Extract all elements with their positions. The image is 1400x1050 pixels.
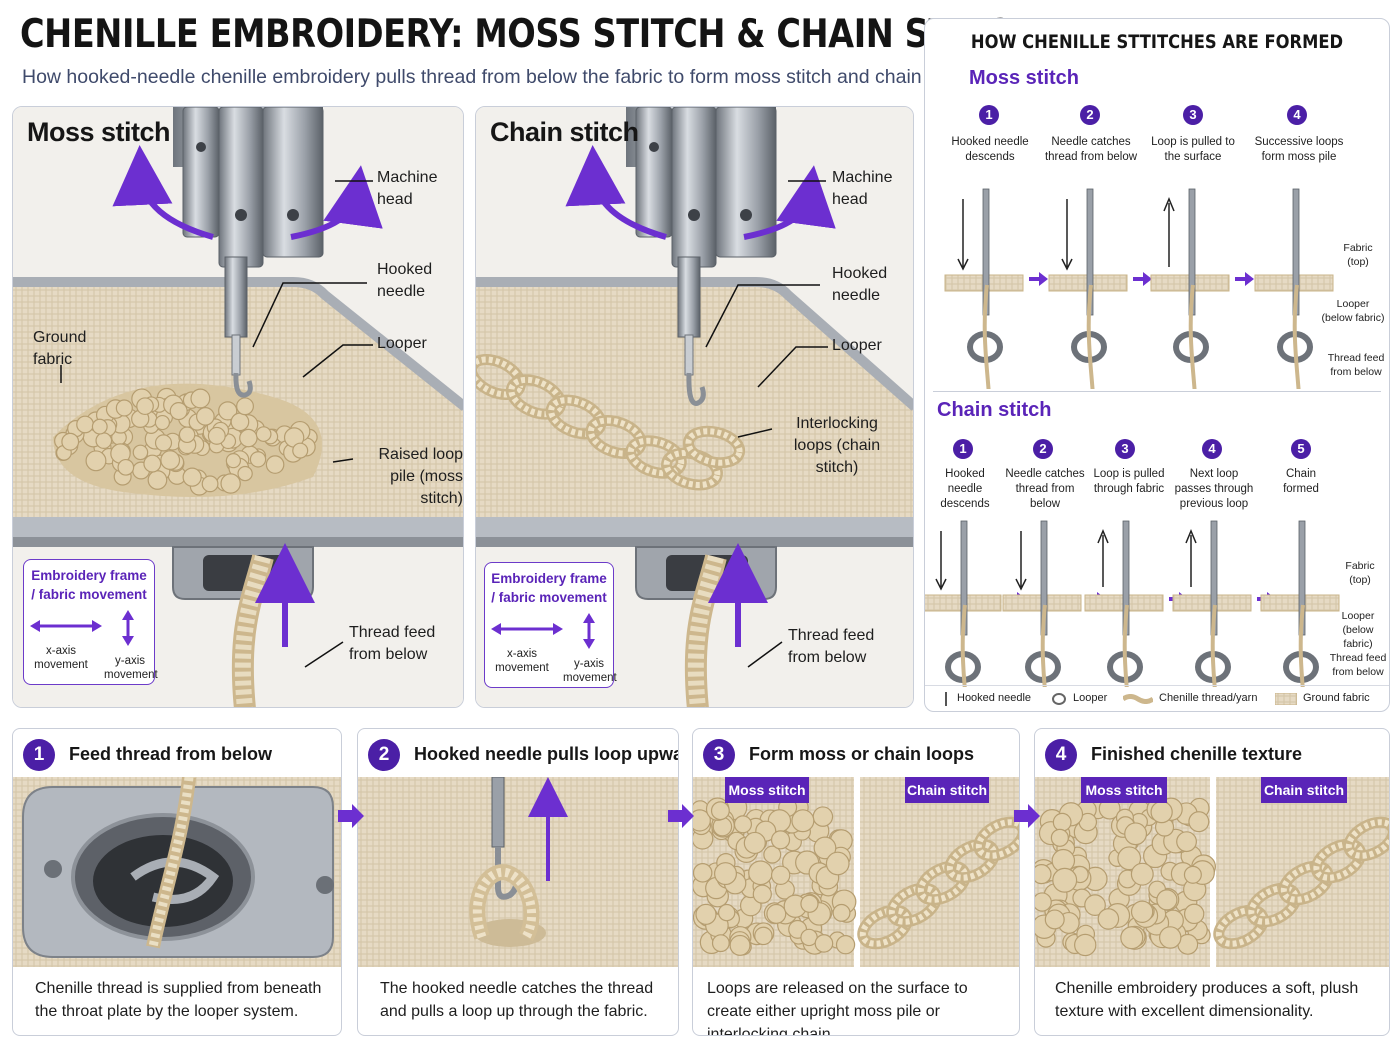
moss-feed-label: Thread feed from below <box>1327 352 1385 378</box>
y-axis-label: y-axis movement <box>104 655 158 681</box>
step-title: Finished chenille texture <box>1091 744 1303 764</box>
embroidery-frame-box: Embroidery frame / fabric movement x-axi… <box>23 559 158 685</box>
next-arrow-icon <box>338 804 364 828</box>
xy-arrows-icon <box>30 610 134 646</box>
stitch-formation-panel: HOW CHENILLE STTITCHES ARE FORMED Moss s… <box>924 18 1390 712</box>
hooked-needle-callout: Hooked needle <box>832 265 888 304</box>
process-step-2: 2 Hooked needle pulls loop upward The hoo… <box>357 728 679 1036</box>
needle-legend-icon <box>945 692 947 706</box>
moss-fabric-label: Fabric (top) <box>1343 242 1373 268</box>
chain-feed-label: Thread feed from below <box>1329 652 1387 678</box>
step-caption: Loops are released on the surface to cre… <box>707 980 968 1036</box>
hooked-needle-callout: Hooked needle <box>377 261 433 300</box>
chain-step-3-text: Loop is pulled through fabric <box>1093 468 1165 495</box>
moss-step-2-number: 2 <box>1080 105 1100 125</box>
process-step-1: 1 Feed thread from below Chenille thread … <box>12 728 342 1036</box>
chain-stitch-tag: Chain stitch <box>1261 777 1347 803</box>
chain-section-heading: Chain stitch <box>937 399 1052 421</box>
formation-legend: Hooked needle Looper Chenille thread/yar… <box>925 685 1389 711</box>
moss-stitch-tag: Moss stitch <box>725 777 809 803</box>
legend-looper: Looper <box>1073 692 1108 704</box>
chain-looper-label: Looper (below fabric) <box>1341 610 1375 650</box>
moss-and-chain-loops-illustration <box>693 777 1019 967</box>
chain-formation-diagram <box>925 520 1340 687</box>
needle-pulls-loop-illustration <box>358 777 678 967</box>
moss-step-1-text: Hooked needle descends <box>951 136 1029 163</box>
looper-callout: Looper <box>832 337 882 354</box>
step-title: Feed thread from below <box>69 744 273 764</box>
page-subtitle: How hooked-needle chenille embroidery pu… <box>22 66 973 88</box>
chain-loops <box>476 354 746 491</box>
chain-step-2-number: 2 <box>1033 439 1053 459</box>
moss-step-3-text: Loop is pulled to the surface <box>1151 136 1235 163</box>
moss-formation-diagram <box>944 188 1334 389</box>
chain-step-3-number: 3 <box>1115 439 1135 459</box>
yarn-legend-icon <box>1123 694 1153 704</box>
thread-feed-callout: Thread feed from below <box>788 627 875 666</box>
legend-needle: Hooked needle <box>957 692 1032 704</box>
moss-machine-illustration <box>13 107 463 707</box>
looper-legend-icon <box>1052 693 1066 705</box>
moss-stitch-tag: Moss stitch <box>1081 777 1167 803</box>
frame-box-title: Embroidery frame / fabric movement <box>31 568 147 602</box>
finished-texture-illustration <box>1035 777 1389 967</box>
loop-pile-callout: Raised loop pile (moss stitch) <box>378 446 464 507</box>
fabric-legend-icon <box>1275 693 1297 705</box>
legend-fabric: Ground fabric <box>1303 692 1370 704</box>
xy-arrows-icon <box>491 613 595 649</box>
chain-stitch-tag: Chain stitch <box>905 777 989 803</box>
throat-plate-illustration <box>13 777 341 967</box>
moss-step-2-text: Needle catches thread from below <box>1044 136 1138 163</box>
moss-stitch-panel: Moss stitch Machine head Hooked needle L… <box>12 106 464 708</box>
chain-step-4-number: 4 <box>1202 439 1222 459</box>
x-axis-label: x-axis movement <box>34 645 88 671</box>
step-title: Form moss or chain loops <box>749 744 975 764</box>
process-step-3: 3 Form moss or chain loops Moss stitch Ch… <box>692 728 1020 1036</box>
section-divider <box>933 391 1381 392</box>
y-axis-label: y-axis movement <box>563 658 617 684</box>
frame-box-title: Embroidery frame / fabric movement <box>491 571 607 605</box>
ground-fabric-callout: Ground fabric <box>33 329 87 368</box>
chain-step-2-text: Needle catches thread from below <box>1005 468 1085 510</box>
thread-feed-callout: Thread feed from below <box>349 624 436 663</box>
moss-step-1-number: 1 <box>979 105 999 125</box>
step-caption: The hooked needle catches the thread and… <box>380 980 654 1020</box>
step-caption: Chenille thread is supplied from beneath… <box>35 980 322 1020</box>
embroidery-frame-box: Embroidery frame / fabric movement x-axi… <box>484 562 617 688</box>
step-number: 3 <box>703 739 735 771</box>
next-arrow-icon <box>668 804 694 828</box>
next-arrow-icon <box>1014 804 1040 828</box>
chain-step-1-number: 1 <box>953 439 973 459</box>
x-axis-label: x-axis movement <box>495 648 549 674</box>
process-step-4: 4 Finished chenille texture Moss stitch C… <box>1034 728 1390 1036</box>
moss-looper-label: Looper (below fabric) <box>1321 298 1385 324</box>
chain-stitch-panel: Chain stitch Machine head Hooked needle … <box>475 106 914 708</box>
chain-step-5-text: Chain formed <box>1283 468 1319 495</box>
moss-step-4-number: 4 <box>1287 105 1307 125</box>
moss-step-4-text: Successive loops form moss pile <box>1254 136 1344 163</box>
moss-step-3-number: 3 <box>1183 105 1203 125</box>
step-number: 2 <box>368 739 400 771</box>
step-number: 1 <box>23 739 55 771</box>
step-number: 4 <box>1045 739 1077 771</box>
step-caption: Chenille embroidery produces a soft, plu… <box>1055 980 1359 1020</box>
machine-head-callout: Machine head <box>832 169 893 208</box>
step-title: Hooked needle pulls loop upward <box>414 744 679 764</box>
interlocking-loops-callout: Interlocking loops (chain stitch) <box>793 415 881 476</box>
chain-panel-label: Chain stitch <box>490 117 639 147</box>
legend-thread: Chenille thread/yarn <box>1159 692 1258 704</box>
machine-head-callout: Machine head <box>377 169 438 208</box>
chain-step-1-text: Hooked needle descends <box>940 468 990 510</box>
formation-title: HOW CHENILLE STTITCHES ARE FORMED <box>970 31 1344 53</box>
moss-section-heading: Moss stitch <box>969 67 1080 89</box>
moss-panel-label: Moss stitch <box>27 117 171 147</box>
page-title: CHENILLE EMBROIDERY: MOSS STITCH & CHAIN… <box>20 12 1038 57</box>
looper-callout: Looper <box>377 335 427 352</box>
chain-step-5-number: 5 <box>1291 439 1311 459</box>
chain-fabric-label: Fabric (top) <box>1345 560 1375 586</box>
chain-step-4-text: Next loop passes through previous loop <box>1174 468 1254 510</box>
